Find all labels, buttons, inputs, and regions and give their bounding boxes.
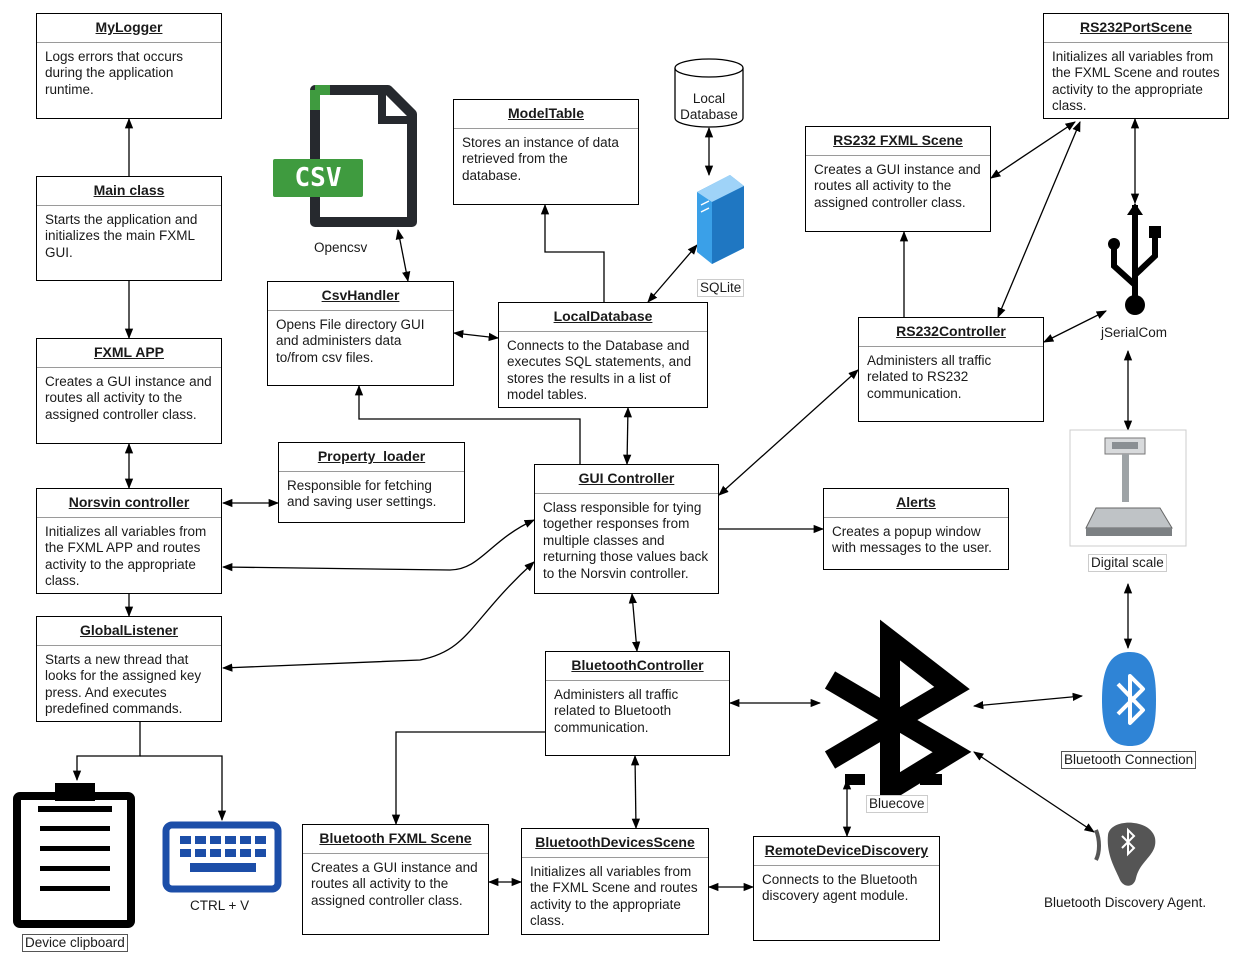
arrow-csvhandler-localdb <box>452 329 500 342</box>
rs232-port-scene-box: RS232PortScene Initializes all variables… <box>1043 13 1229 119</box>
bluetooth-controller-box: BluetoothController Administers all traf… <box>545 651 730 756</box>
bluetooth-controller-desc: Administers all traffic related to Bluet… <box>554 687 679 735</box>
bluetooth-connection-label: Bluetooth Connection <box>1061 751 1197 769</box>
rs232-controller-title: RS232Controller <box>859 318 1043 347</box>
jserialcom-label: jSerialCom <box>1101 325 1168 340</box>
arrow-global-to-clipboard <box>72 722 141 782</box>
csv-handler-desc: Opens File directory GUI and administers… <box>276 317 425 365</box>
bluetooth-controller-title: BluetoothController <box>546 652 729 681</box>
norsvin-controller-title: Norsvin controller <box>37 489 221 518</box>
remote-device-discovery-title: RemoteDeviceDiscovery <box>754 837 939 866</box>
sqlite-label: SQLite <box>697 279 745 297</box>
csv-badge-text: CSV <box>294 163 342 193</box>
main-class-box: Main class Starts the application and in… <box>36 176 222 281</box>
bluetooth-devices-scene-title: BluetoothDevicesScene <box>522 829 708 858</box>
model-table-title: ModelTable <box>454 100 638 129</box>
local-database-desc: Connects to the Database and executes SQ… <box>507 338 692 403</box>
arrow-gui-rs232controller <box>718 369 859 496</box>
arrow-rs232controller-portscene <box>997 121 1081 318</box>
bluetooth-discovery-agent-label: Bluetooth Discovery Agent. <box>1044 895 1207 910</box>
property-loader-title: Property_loader <box>279 443 464 472</box>
arrow-gui-bluetoothcontroller <box>628 592 641 653</box>
digital-scale-label: Digital scale <box>1088 554 1167 572</box>
gui-controller-title: GUI Controller <box>535 465 718 494</box>
bluetooth-fxml-scene-desc: Creates a GUI instance and routes all ac… <box>311 860 478 908</box>
arrow-gui-to-csvhandler <box>354 384 581 464</box>
ctrl-v-label: CTRL + V <box>190 898 250 913</box>
csv-handler-box: CsvHandler Opens File directory GUI and … <box>267 281 454 386</box>
rs232-port-scene-desc: Initializes all variables from the FXML … <box>1052 49 1220 114</box>
arrow-rs232controller-usb <box>1043 310 1107 343</box>
rs232-fxml-scene-desc: Creates a GUI instance and routes all ac… <box>814 162 981 210</box>
remote-device-discovery-desc: Connects to the Bluetooth discovery agen… <box>762 872 918 904</box>
arrow-localdb-sqlite <box>647 244 698 303</box>
alerts-title: Alerts <box>824 489 1008 518</box>
local-database-cylinder-label: Local Database <box>680 91 738 122</box>
local-database-title: LocalDatabase <box>499 303 707 332</box>
gui-controller-box: GUI Controller Class responsible for tyi… <box>534 464 719 594</box>
model-table-desc: Stores an instance of data retrieved fro… <box>462 135 619 183</box>
main-class-desc: Starts the application and initializes t… <box>45 212 198 260</box>
rs232-fxml-scene-title: RS232 FXML Scene <box>806 127 990 156</box>
bluetooth-fxml-scene-title: Bluetooth FXML Scene <box>303 825 488 854</box>
bluetooth-devices-scene-desc: Initializes all variables from the FXML … <box>530 864 698 929</box>
arrow-btcontroller-to-btfxml <box>391 731 545 826</box>
bluecove-label: Bluecove <box>866 795 928 813</box>
arrow-bluecove-btconnection <box>972 692 1084 710</box>
rs232-fxml-scene-box: RS232 FXML Scene Creates a GUI instance … <box>805 126 991 232</box>
arrow-gui-to-norsvin <box>221 519 535 572</box>
mylogger-desc: Logs errors that occurs during the appli… <box>45 49 184 97</box>
local-database-box: LocalDatabase Connects to the Database a… <box>498 302 708 408</box>
rs232-port-scene-title: RS232PortScene <box>1044 14 1228 43</box>
arrow-btcontroller-devicesscene <box>630 754 641 830</box>
arrow-bluecove-discoveryagent <box>973 751 1095 833</box>
mylogger-box: MyLogger Logs errors that occurs during … <box>36 13 222 119</box>
fxml-app-title: FXML APP <box>37 339 221 368</box>
gui-controller-desc: Class responsible for tying together res… <box>543 500 709 581</box>
arrow-global-to-keyboard <box>140 755 227 822</box>
model-table-box: ModelTable Stores an instance of data re… <box>453 99 639 205</box>
arrow-localdb-to-modeltable <box>540 203 605 302</box>
arrow-gui-to-global <box>221 561 535 672</box>
rs232-controller-desc: Administers all traffic related to RS232… <box>867 353 992 401</box>
main-class-title: Main class <box>37 177 221 206</box>
arrow-rs232fxml-portscene <box>990 121 1076 179</box>
norsvin-controller-desc: Initializes all variables from the FXML … <box>45 524 207 589</box>
csv-handler-title: CsvHandler <box>268 282 453 311</box>
global-listener-title: GlobalListener <box>37 617 221 646</box>
bluetooth-devices-scene-box: BluetoothDevicesScene Initializes all va… <box>521 828 709 935</box>
bluetooth-fxml-scene-box: Bluetooth FXML Scene Creates a GUI insta… <box>302 824 489 935</box>
alerts-desc: Creates a popup window with messages to … <box>832 524 992 556</box>
arrow-localdb-gui <box>623 406 632 466</box>
property-loader-box: Property_loader Responsible for fetching… <box>278 442 465 523</box>
mylogger-title: MyLogger <box>37 14 221 43</box>
remote-device-discovery-box: RemoteDeviceDiscovery Connects to the Bl… <box>753 836 940 941</box>
global-listener-box: GlobalListener Starts a new thread that … <box>36 616 222 722</box>
rs232-controller-box: RS232Controller Administers all traffic … <box>858 317 1044 422</box>
fxml-app-desc: Creates a GUI instance and routes all ac… <box>45 374 212 422</box>
global-listener-desc: Starts a new thread that looks for the a… <box>45 652 202 717</box>
device-clipboard-label: Device clipboard <box>22 934 128 952</box>
arrow-csvhandler-opencsv <box>395 228 411 283</box>
opencsv-label: Opencsv <box>314 240 368 255</box>
fxml-app-box: FXML APP Creates a GUI instance and rout… <box>36 338 222 444</box>
alerts-box: Alerts Creates a popup window with messa… <box>823 488 1009 570</box>
norsvin-controller-box: Norsvin controller Initializes all varia… <box>36 488 222 594</box>
property-loader-desc: Responsible for fetching and saving user… <box>287 478 437 510</box>
